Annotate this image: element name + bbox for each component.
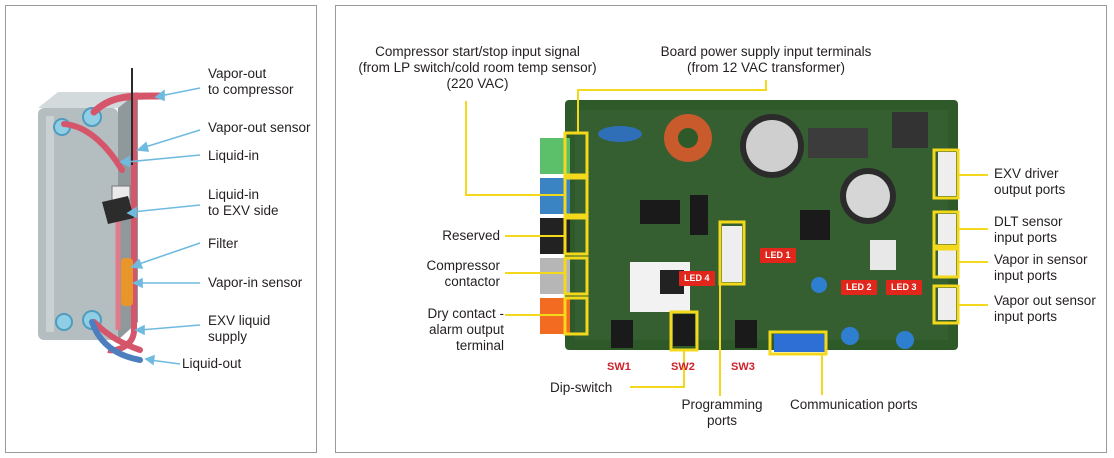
label-vapor-in-sensor: Vapor-in sensor <box>208 275 303 290</box>
left-arrows <box>119 87 201 366</box>
sw1-label: SW1 <box>607 361 631 373</box>
sw2-label: SW2 <box>671 361 695 373</box>
label-communication-ports: Communication ports <box>790 397 918 412</box>
heat-exchanger-body <box>38 108 118 340</box>
label-board-power: Board power supply input terminals (from… <box>660 44 872 75</box>
label-liquid-in: Liquid-in <box>208 148 260 163</box>
led-2-badge: LED 2 <box>841 280 877 295</box>
filter-component <box>121 258 133 306</box>
controller-board-illustration <box>540 100 958 352</box>
label-dry-contact: Dry contact - alarm output terminal <box>427 306 504 353</box>
label-vapor-out: Vapor-out to compressor <box>208 66 294 97</box>
highlight-boxes <box>563 131 960 356</box>
label-vapor-in-ports: Vapor in sensor input ports <box>994 252 1088 283</box>
label-exv-driver: EXV driver output ports <box>994 166 1066 197</box>
vapor-out-pipe <box>90 92 164 116</box>
sw3-label: SW3 <box>731 361 755 373</box>
led-4-badge: LED 4 <box>679 271 715 286</box>
heat-exchanger-illustration <box>38 68 164 363</box>
label-reserved: Reserved <box>442 228 500 243</box>
inductor-151 <box>892 112 928 148</box>
label-vapor-out-sensor: Vapor-out sensor <box>208 120 311 135</box>
label-dlt-sensor: DLT sensor input ports <box>994 214 1063 245</box>
label-compressor-signal: Compressor start/stop input signal (from… <box>358 44 597 91</box>
label-dip-switch: Dip-switch <box>550 380 613 395</box>
led-1-badge: LED 1 <box>760 248 796 263</box>
label-filter: Filter <box>208 236 238 251</box>
label-liquid-out: Liquid-out <box>182 356 242 371</box>
exv-valve <box>102 196 134 224</box>
led-3-badge: LED 3 <box>886 280 922 295</box>
label-compressor-contactor: Compressor contactor <box>426 258 500 289</box>
label-exv-liquid-supply: EXV liquid supply <box>208 313 271 344</box>
label-programming-ports: Programming ports <box>681 397 763 428</box>
label-liquid-in-exv: Liquid-in to EXV side <box>208 187 279 218</box>
comm-port-connector <box>774 334 826 352</box>
leader-lines <box>465 80 988 396</box>
label-vapor-out-ports: Vapor out sensor input ports <box>994 293 1096 324</box>
